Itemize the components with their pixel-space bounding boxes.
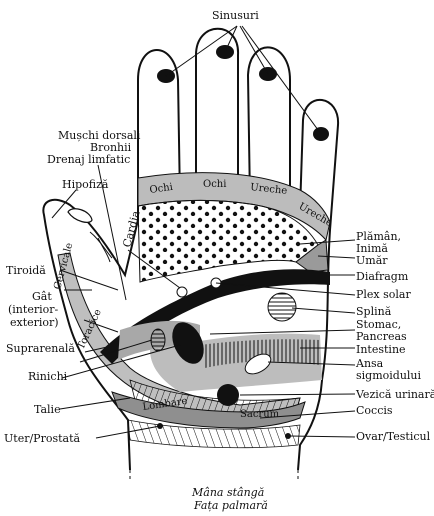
label-bronhii: Bronhii <box>90 141 132 154</box>
bladder-zone <box>217 384 239 406</box>
label-muschi-dorsali: Mușchi dorsali <box>58 129 141 142</box>
label-gat-exterior: exterior) <box>10 316 59 329</box>
caption-line-1: Mâna stângă <box>191 486 264 499</box>
adrenal-zone <box>150 328 166 352</box>
label-hipofiza: Hipofiză <box>62 178 109 191</box>
label-rinichi: Rinichi <box>28 370 68 383</box>
label-plaman: Plămân, <box>356 230 401 243</box>
label-gat: Gât <box>32 290 52 303</box>
label-drenaj-limfatic: Drenaj limfatic <box>47 153 130 166</box>
label-talie: Talie <box>34 403 61 416</box>
zone-sacrum: Sacrum <box>240 409 280 420</box>
label-umar: Umăr <box>356 254 388 267</box>
sigmoid-zone <box>244 353 272 375</box>
spleen-zone <box>267 292 297 322</box>
label-splina: Splină <box>356 305 392 318</box>
label-ansa: Ansa <box>355 357 384 370</box>
lumbar-sacrum-band <box>111 391 306 429</box>
label-stomac: Stomac, <box>356 318 401 331</box>
zone-ochi-2: Ochi <box>203 179 226 190</box>
label-inima: Inimă <box>356 242 388 255</box>
thumb-nail <box>67 208 93 223</box>
label-uter-prostata: Uter/Prostată <box>4 432 80 445</box>
label-coccis: Coccis <box>356 404 393 417</box>
label-diafragm: Diafragm <box>356 270 409 283</box>
leader-lines <box>51 25 356 439</box>
label-sinusuri: Sinusuri <box>212 9 259 22</box>
label-tiroida: Tiroidă <box>6 264 46 277</box>
label-vezica: Vezică urinară <box>355 388 434 401</box>
label-plex-solar: Plex solar <box>356 288 411 301</box>
zone-ochi-1: Ochi <box>149 182 174 196</box>
label-ovar-testicul: Ovar/Testicul <box>356 430 431 443</box>
label-sigmoidului: sigmoidului <box>356 369 422 382</box>
kidney-zone <box>172 322 204 364</box>
caption-line-2: Fața palmară <box>193 499 268 512</box>
wrist-band <box>127 419 301 449</box>
label-pancreas: Pancreas <box>356 330 407 343</box>
label-suprarenala: Suprarenală <box>6 342 75 355</box>
zone-ureche-1: Ureche <box>250 182 288 197</box>
label-gat-interior: (interior- <box>8 303 58 316</box>
label-intestine: Intestine <box>356 343 406 356</box>
